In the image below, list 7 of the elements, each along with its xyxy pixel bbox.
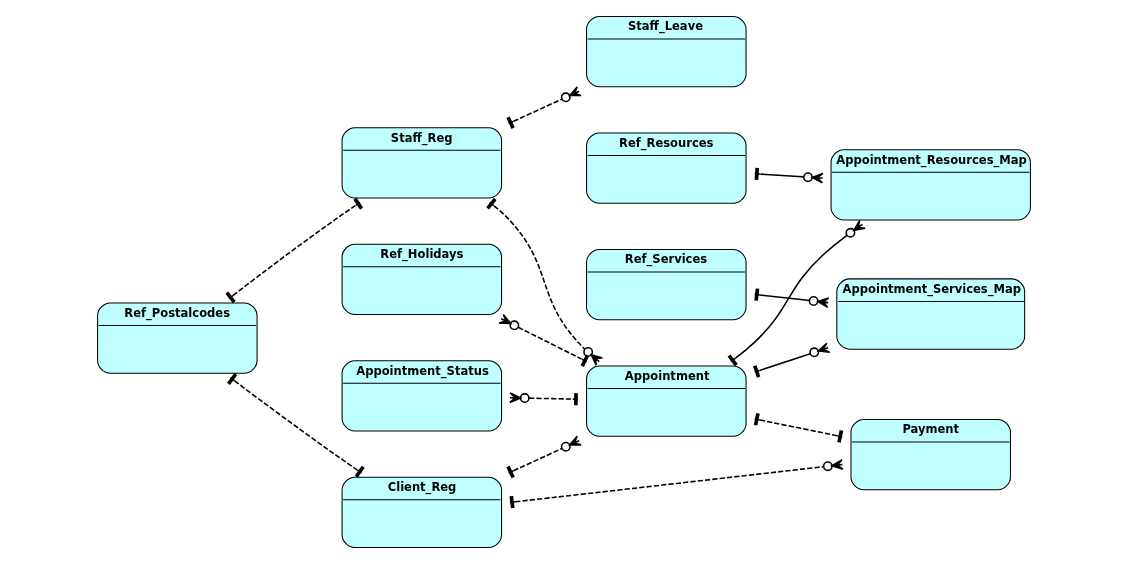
connector	[226, 373, 365, 478]
connector	[508, 392, 579, 406]
connector	[727, 219, 866, 367]
connector	[753, 413, 843, 443]
connector	[505, 435, 582, 479]
connector	[752, 342, 830, 378]
connector	[753, 288, 829, 309]
